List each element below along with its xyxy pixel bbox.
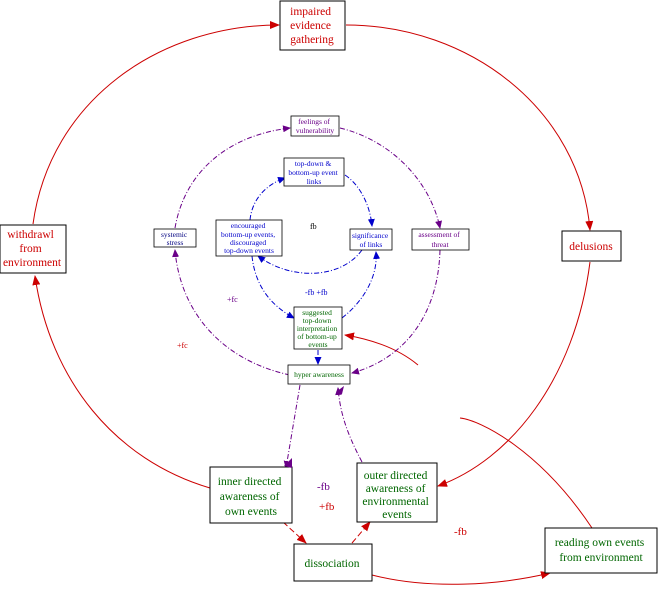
node-text: impaired (290, 6, 331, 18)
node-impaired-evidence-gathering: impaired evidence gathering (279, 0, 346, 51)
link-suggested-to-significance (341, 251, 381, 319)
loop-label-plus-fb-left: +fb (319, 501, 335, 513)
node-feelings-of-vulnerability: feelings of vulnerability (290, 115, 340, 137)
node-text: bottom-up event (288, 168, 338, 177)
node-text: gathering (290, 34, 334, 46)
svg-text:assessment of threat: assessment of threat (418, 230, 461, 249)
node-text: top-down (303, 316, 332, 325)
node-text: withdrawl (7, 229, 54, 241)
node-text: environment (3, 257, 62, 269)
node-dissociation: dissociation (293, 543, 373, 582)
link-reading-to-suggested (345, 335, 593, 529)
svg-text:significance of links: significance of links (352, 231, 390, 249)
svg-text:suggested top-down: suggested top-down interpretation of bot… (297, 308, 339, 349)
node-text: feelings of (298, 117, 330, 126)
node-inner-directed-awareness: inner directed awareness of own events (209, 466, 293, 524)
node-assessment-of-threat: assessment of threat (411, 228, 470, 251)
node-text: delusions (569, 241, 613, 253)
node-text: reading own events (555, 537, 645, 549)
node-text: interpretation (297, 324, 338, 333)
loop-label-red-fc: +fc (177, 341, 188, 350)
node-systemic-stress: systemic stress (153, 228, 197, 248)
svg-text:systemic stress: systemic stress (161, 230, 189, 247)
arrowhead-mark (284, 458, 292, 468)
link-systemic-to-feelings (174, 125, 291, 229)
node-text: environmental (362, 496, 428, 508)
link-inner-to-withdrawl (32, 275, 211, 489)
node-text: top-down & (295, 159, 332, 168)
link-dissociation-to-outer (351, 521, 371, 544)
svg-text:reading own events from: reading own events from environment (555, 537, 647, 564)
loop-label-blue-fb: -fb +fb (305, 288, 328, 297)
blue-loop (249, 174, 381, 365)
svg-text:feelings of vulnerabilit: feelings of vulnerability (296, 117, 335, 135)
link-feelings-to-assessment (339, 127, 442, 229)
node-text: of links (360, 240, 383, 249)
node-significance-of-links: significance of links (349, 228, 393, 251)
link-delusions-to-outer (437, 261, 591, 487)
link-impaired-to-delusions (345, 24, 594, 231)
node-text: inner directed (218, 476, 282, 488)
svg-text:encouraged bottom-up eve: encouraged bottom-up events, discouraged… (221, 221, 277, 255)
loop-label-minus-fb-left: -fb (317, 481, 330, 493)
node-top-down-bottom-up-links: top-down & bottom-up event links (283, 157, 345, 187)
node-text: outer directed (364, 470, 428, 482)
node-text: significance (352, 231, 389, 240)
link-encouraged-to-suggested (251, 255, 295, 319)
node-text: stress (167, 238, 184, 247)
link-hyper-to-systemic (172, 249, 291, 376)
node-delusions: delusions (561, 230, 622, 262)
node-text: dissociation (305, 558, 360, 570)
node-text: from environment (559, 552, 643, 564)
node-reading-own-events: reading own events from environment (544, 527, 658, 574)
link-assessment-to-hyper (351, 249, 441, 375)
node-hyper-awareness: hyper awareness (287, 364, 351, 385)
node-text: systemic (161, 230, 188, 239)
node-text: assessment of (418, 230, 460, 239)
link-topdown-to-significance (344, 174, 375, 227)
node-text: hyper awareness (294, 370, 344, 379)
svg-text:withdrawl from env: withdrawl from environment (3, 229, 62, 269)
svg-text:inner directed awareness: inner directed awareness of own events (218, 476, 284, 518)
loop-label-purple-fc: +fc (227, 295, 238, 304)
link-withdrawl-to-impaired (32, 21, 280, 225)
node-text: evidence (290, 20, 331, 32)
node-text: from (19, 243, 41, 255)
node-withdrawl-from-environment: withdrawl from environment (0, 224, 67, 274)
node-text: events (308, 340, 327, 349)
node-text: links (307, 177, 322, 186)
loop-label-fb: fb (310, 222, 317, 231)
link-inner-to-dissociation (282, 521, 307, 544)
purple-loop (172, 125, 442, 469)
node-text: of bottom-up (297, 332, 337, 341)
node-text: encouraged (231, 221, 266, 230)
node-suggested-top-down: suggested top-down interpretation of bot… (293, 306, 343, 350)
svg-text:outer directed awareness: outer directed awareness of environmenta… (362, 470, 431, 521)
node-text: threat (431, 240, 449, 249)
svg-text:impaired evidence: impaired evidence gathering (290, 6, 334, 46)
link-encouraged-to-topdown (249, 177, 286, 221)
node-text: top-down events (224, 246, 274, 255)
node-text: bottom-up events, (221, 230, 275, 239)
outer-red-loop (32, 21, 594, 585)
link-dissociation-to-reading (371, 571, 551, 585)
node-text: awareness of (220, 491, 280, 503)
node-encouraged-bottom-up: encouraged bottom-up events, discouraged… (215, 219, 283, 257)
link-outer-to-hyper (335, 387, 363, 463)
link-hyper-to-inner (283, 384, 301, 469)
loop-label-minus-fb-right: -fb (454, 526, 467, 538)
node-text: suggested (302, 308, 332, 317)
node-text: own events (225, 506, 278, 518)
node-text: awareness of (366, 483, 426, 495)
svg-text:top-down & bottom-up eve: top-down & bottom-up event links (288, 159, 339, 186)
node-text: vulnerability (296, 126, 335, 135)
link-significance-to-encouraged (257, 249, 363, 274)
node-text: discouraged (230, 238, 266, 247)
node-outer-directed-awareness: outer directed awareness of environmenta… (356, 462, 438, 523)
node-text: events (382, 509, 412, 521)
arrowhead-mark (336, 386, 344, 394)
